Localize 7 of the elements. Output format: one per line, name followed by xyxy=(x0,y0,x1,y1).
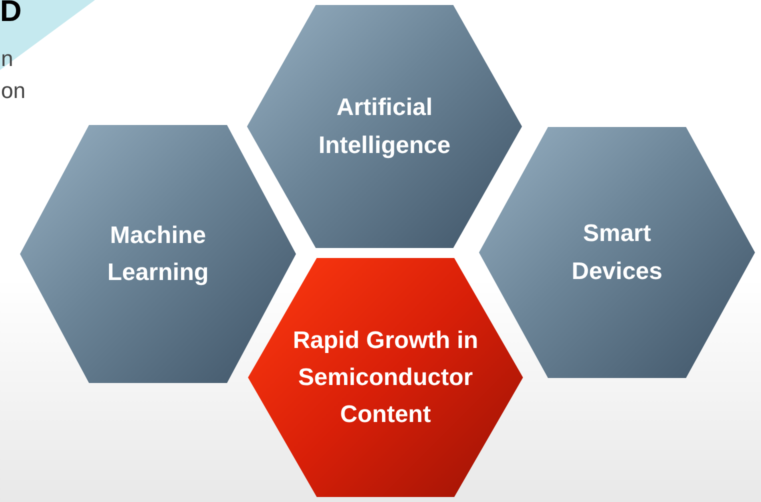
partial-text: n xyxy=(1,48,14,70)
hexagon-label: Smart Devices xyxy=(570,219,664,286)
partial-text: D xyxy=(0,0,22,27)
hexagon-label: Machine Learning xyxy=(106,220,210,288)
hexagon-label: Rapid Growth in Semiconductor Content xyxy=(292,326,480,430)
partial-text: on xyxy=(1,80,26,102)
hexagon-label: Artificial Intelligence xyxy=(317,93,452,160)
